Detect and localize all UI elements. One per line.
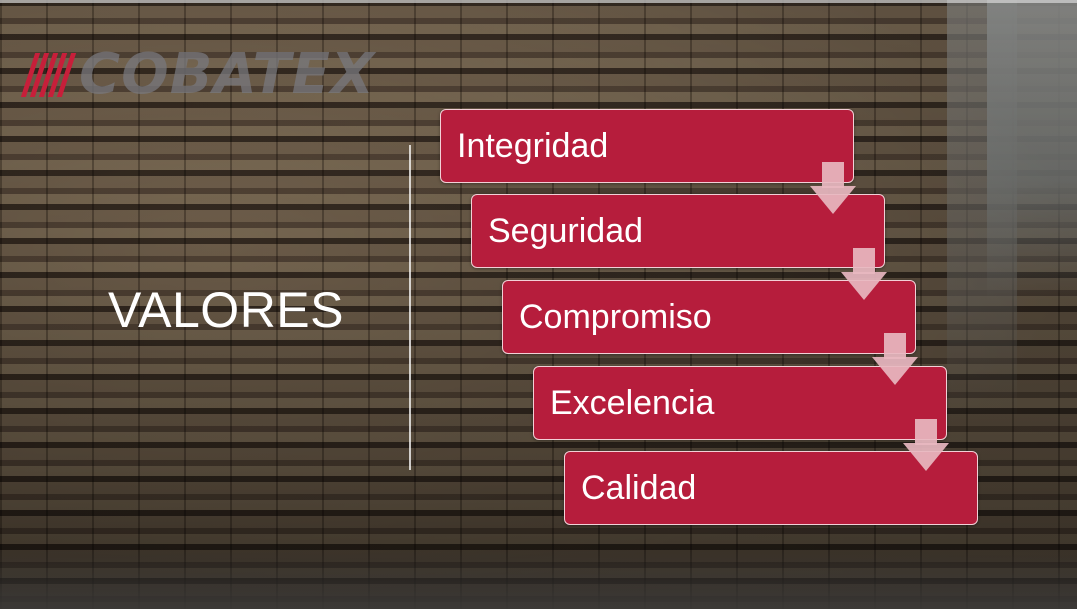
value-box-compromiso: Compromiso	[502, 280, 916, 354]
logo-text: COBATEX	[79, 42, 375, 107]
bottom-gradient	[0, 549, 1077, 609]
value-label: Compromiso	[519, 298, 712, 336]
value-label: Excelencia	[550, 384, 715, 422]
company-logo: COBATEX	[20, 42, 375, 107]
arrow-down-icon	[841, 248, 887, 300]
slide-title: VALORES	[108, 282, 344, 338]
top-edge	[0, 0, 1077, 3]
value-box-integridad: Integridad	[440, 109, 854, 183]
value-label: Seguridad	[488, 212, 644, 250]
arrow-down-icon	[872, 333, 918, 385]
value-label: Calidad	[581, 469, 697, 507]
value-box-seguridad: Seguridad	[471, 194, 885, 268]
arrow-down-icon	[810, 162, 856, 214]
value-box-excelencia: Excelencia	[533, 366, 947, 440]
value-box-calidad: Calidad	[564, 451, 978, 525]
arrow-down-icon	[903, 419, 949, 471]
logo-stripes-icon	[20, 53, 77, 97]
vertical-divider	[409, 145, 411, 470]
value-label: Integridad	[457, 127, 609, 165]
